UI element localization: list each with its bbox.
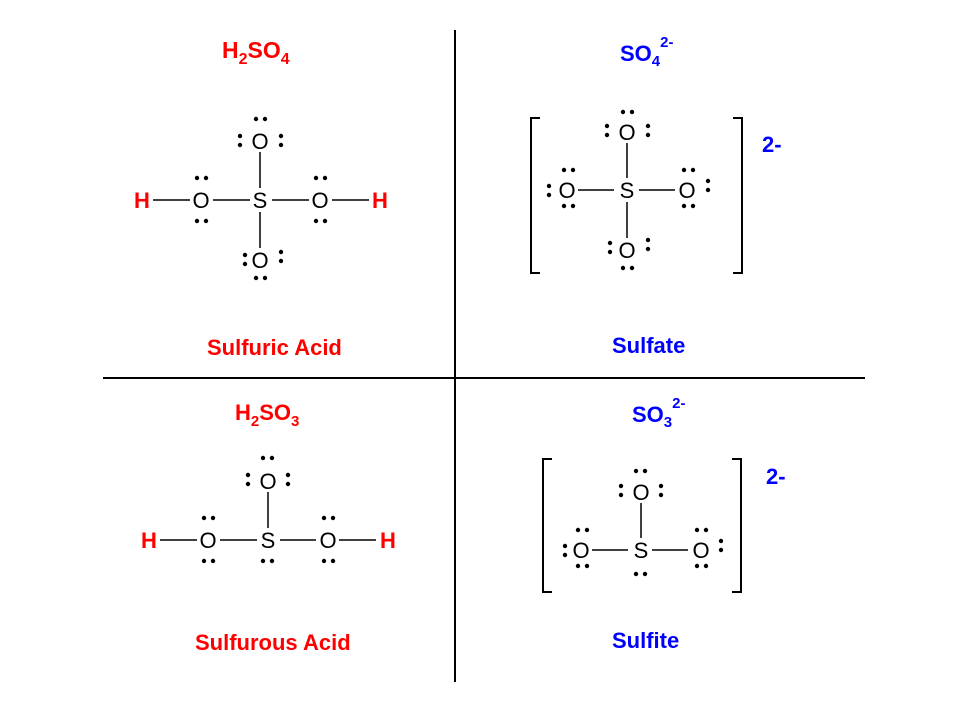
sulfurous-acid-structure: H O S O H O [141, 455, 396, 564]
atom-oxygen: O [251, 248, 268, 273]
atom-oxygen: O [259, 469, 276, 494]
sulfurous-acid-name: Sulfurous Acid [195, 630, 351, 655]
panel-sulfite: SO32- 2- O S O O Sul [542, 395, 786, 653]
atom-oxygen: O [558, 178, 575, 203]
sulfite-charge: 2- [766, 464, 786, 489]
sulfate-name: Sulfate [612, 333, 685, 358]
sulfite-name: Sulfite [612, 628, 679, 653]
lone-pair-dots [546, 109, 711, 271]
atom-oxygen: O [618, 238, 635, 263]
atom-sulfur: S [620, 178, 635, 203]
atom-oxygen: O [251, 129, 268, 154]
right-bracket [732, 458, 742, 593]
panel-sulfurous-acid: H2SO3 H O S O H O Sulfurous [141, 400, 396, 655]
atom-hydrogen: H [380, 528, 396, 553]
left-bracket [530, 117, 540, 274]
atom-oxygen: O [692, 538, 709, 563]
sulfate-formula: SO42- [620, 34, 673, 70]
left-bracket [542, 458, 552, 593]
atom-hydrogen: H [141, 528, 157, 553]
atom-sulfur: S [253, 188, 268, 213]
sulfuric-acid-structure: H O S O H O O [134, 116, 388, 281]
lone-pair-dots [194, 116, 328, 281]
lone-pair-dots [201, 455, 336, 564]
atom-oxygen: O [632, 480, 649, 505]
right-bracket [733, 117, 743, 274]
atom-sulfur: S [634, 538, 649, 563]
atom-oxygen: O [678, 178, 695, 203]
atom-hydrogen: H [372, 188, 388, 213]
sulfuric-acid-formula: H2SO4 [222, 37, 290, 68]
sulfate-charge: 2- [762, 132, 782, 157]
sulfurous-acid-formula: H2SO3 [235, 400, 299, 430]
atom-hydrogen: H [134, 188, 150, 213]
panel-sulfate: SO42- 2- O S O O O [530, 34, 782, 358]
sulfate-structure: O S O O O [546, 109, 711, 271]
atom-oxygen: O [319, 528, 336, 553]
sulfite-structure: O S O O [562, 468, 724, 577]
sulfuric-acid-name: Sulfuric Acid [207, 335, 342, 360]
atom-oxygen: O [199, 528, 216, 553]
atom-oxygen: O [618, 120, 635, 145]
atom-oxygen: O [192, 188, 209, 213]
atom-oxygen: O [311, 188, 328, 213]
atom-oxygen: O [572, 538, 589, 563]
panel-sulfuric-acid: H2SO4 H O S O H O O [134, 37, 388, 360]
atom-sulfur: S [261, 528, 276, 553]
sulfite-formula: SO32- [632, 395, 685, 431]
lone-pair-dots [562, 468, 724, 577]
